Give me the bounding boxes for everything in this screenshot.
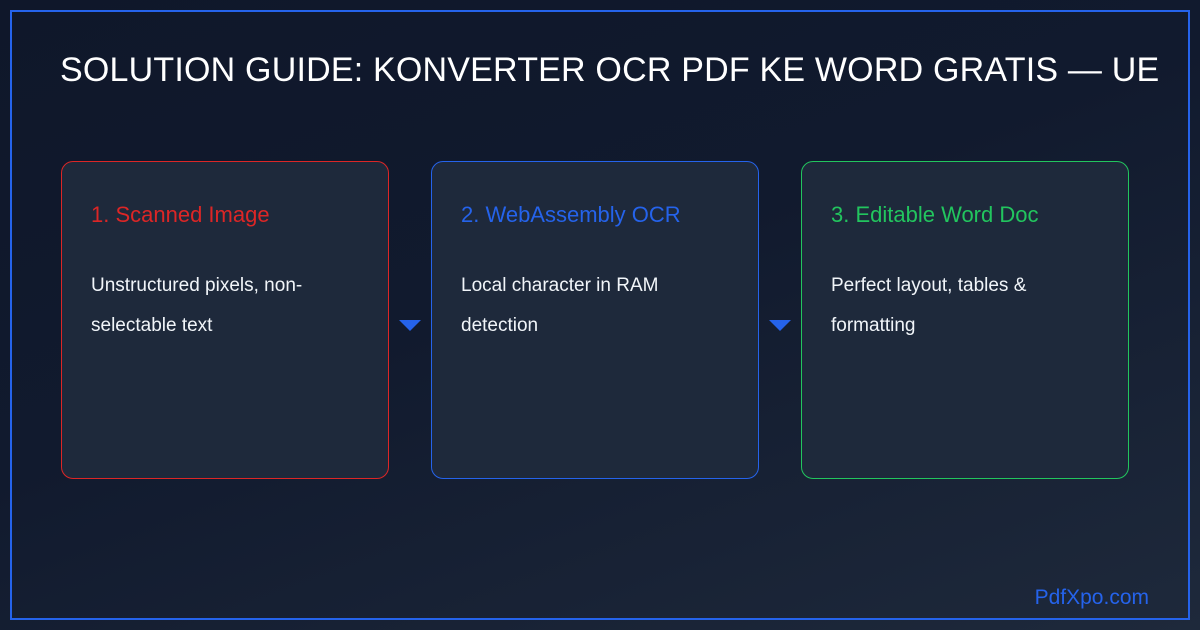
step-title: 3. Editable Word Doc <box>831 202 1039 227</box>
flow-arrow-icon <box>399 320 421 331</box>
step-card-editable-word-doc: 3. Editable Word Doc Perfect layout, tab… <box>801 161 1129 479</box>
step-description: Unstructured pixels, non-selectable text <box>91 275 303 336</box>
step-description: Local character in RAM detection <box>461 275 659 336</box>
step-title: 2. WebAssembly OCR <box>461 202 681 227</box>
step-description: Perfect layout, tables & formatting <box>831 275 1027 336</box>
brand-link[interactable]: PdfXpo.com <box>1034 586 1149 609</box>
step-card-scanned-image: 1. Scanned Image Unstructured pixels, no… <box>61 161 389 479</box>
step-card-webassembly-ocr: 2. WebAssembly OCR Local character in RA… <box>431 161 759 479</box>
step-title: 1. Scanned Image <box>91 202 270 227</box>
flow-arrow-icon <box>769 320 791 331</box>
page-title: SOLUTION GUIDE: KONVERTER OCR PDF KE WOR… <box>60 51 1160 89</box>
